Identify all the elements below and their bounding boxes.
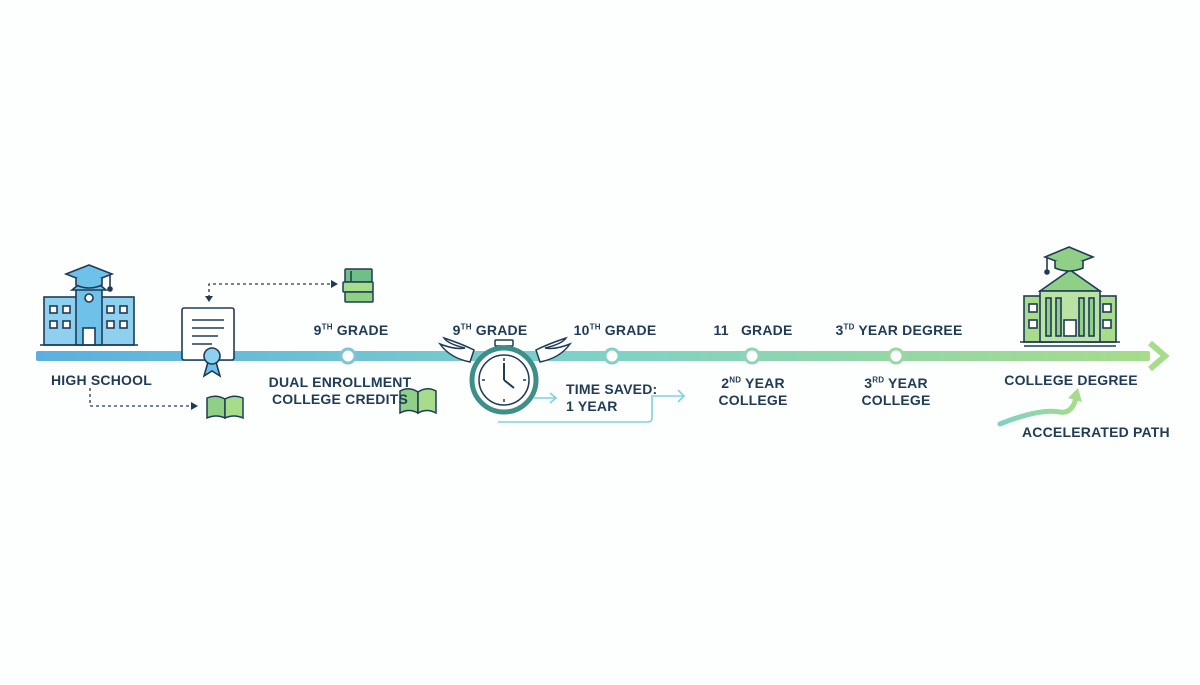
label-2nd-year-college: 2ND Year College <box>718 375 788 408</box>
timeline-arrowhead-icon <box>1148 340 1170 372</box>
label-11th-grade: 11 Grade <box>713 322 793 338</box>
graduation-cap-icon <box>1042 246 1096 275</box>
label-3rd-year-degree: 3TD Year Degree <box>835 322 963 338</box>
open-book-icon <box>206 395 244 420</box>
label-dual-enrollment: Dual Enrollment College Credits <box>269 374 412 408</box>
label-time-saved-line2: 1 Year <box>566 398 618 414</box>
label-time-saved-line1: Time Saved: <box>566 381 658 397</box>
label-3rd-year-college: 3RD Year College <box>861 375 931 408</box>
dashed-connector-top <box>205 280 338 302</box>
label-dual-line1: Dual Enrollment <box>268 374 412 390</box>
high-school-building-icon <box>40 274 138 346</box>
timeline-bar <box>36 351 1150 361</box>
label-9th-grade-second: 9TH Grade <box>452 322 528 338</box>
label-10th-grade: 10TH Grade <box>573 322 657 338</box>
open-book-icon <box>399 388 437 415</box>
timeline-node-3rd-year <box>887 347 905 365</box>
timeline-node-9th <box>339 347 357 365</box>
university-building-icon <box>1020 269 1120 347</box>
graduation-cap-icon <box>63 264 115 292</box>
dashed-connector-bottom <box>89 388 198 410</box>
label-dual-line2: College Credits <box>271 391 409 407</box>
diploma-certificate-icon <box>181 307 235 378</box>
label-time-saved: Time Saved: 1 Year <box>566 381 657 415</box>
label-accelerated-path: Accelerated Path <box>1022 424 1170 440</box>
winged-stopwatch-icon <box>437 336 573 415</box>
timeline-node-10th <box>603 347 621 365</box>
accelerated-path-arrow-icon <box>997 388 1082 427</box>
label-high-school: High School <box>51 372 152 388</box>
label-9th-grade-first: 9TH Grade <box>313 322 389 338</box>
label-college-degree: College Degree <box>1004 372 1138 388</box>
book-stack-icon <box>342 268 374 303</box>
timeline-node-11th <box>743 347 761 365</box>
time-saved-arrow-icon <box>498 389 686 423</box>
